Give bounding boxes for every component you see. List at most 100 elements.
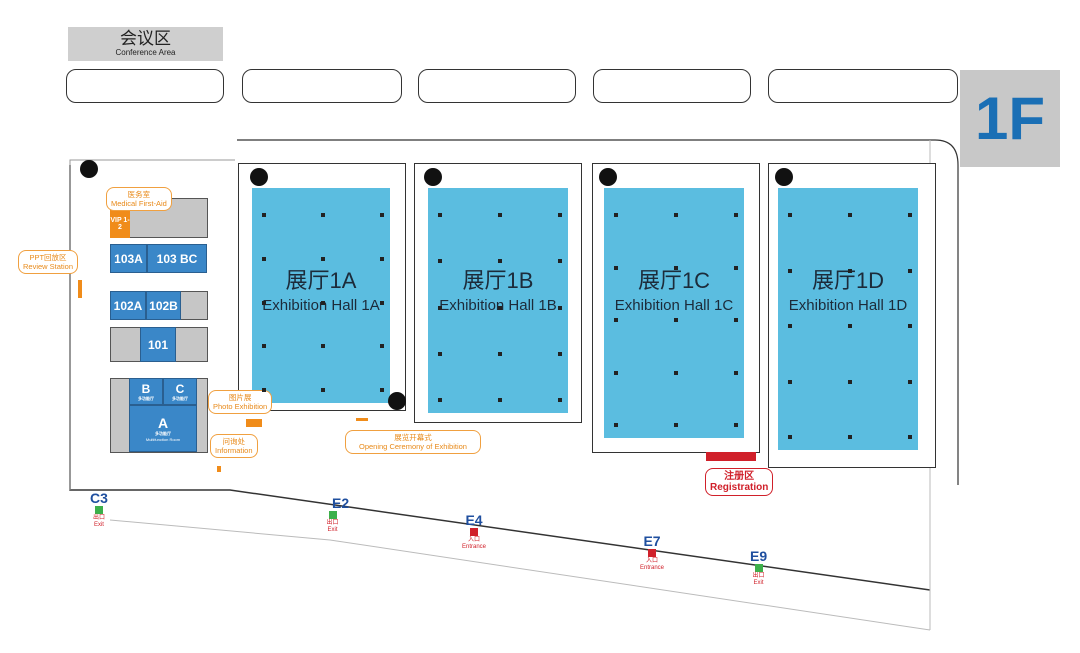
conference-room[interactable] (242, 69, 402, 103)
gate-label: C3 (90, 490, 108, 506)
hall-1c[interactable]: 展厅1C Exhibition Hall 1C (604, 188, 744, 438)
exit-zh: 出口 (752, 573, 765, 579)
room-vip[interactable]: VIP 1-2 (110, 210, 130, 238)
column-dot (788, 213, 792, 217)
photo-en: Photo Exhibition (213, 402, 268, 411)
hall-name-en: Exhibition Hall 1D (788, 297, 908, 314)
room-a-label: A (157, 415, 169, 431)
registration-marker (706, 452, 756, 461)
column-dot (558, 259, 562, 264)
column-dot (380, 388, 384, 392)
column-dot (614, 370, 618, 375)
stair-icon (388, 392, 406, 410)
column-dot (498, 351, 502, 356)
column-dot (558, 305, 562, 310)
stair-icon (250, 168, 268, 186)
gate-label: E4 (465, 512, 483, 528)
ceremony-marker (356, 418, 368, 421)
column-dot (262, 256, 266, 261)
exit-icon (754, 564, 763, 572)
hall-name-en: Exhibition Hall 1C (614, 297, 734, 314)
column-dot (848, 324, 852, 328)
column-dot (380, 300, 384, 305)
column-dot (321, 388, 325, 392)
floor-indicator: 1F (960, 70, 1060, 167)
conference-room[interactable] (593, 69, 751, 103)
conference-room[interactable] (768, 69, 958, 103)
stair-icon (775, 168, 793, 186)
column-dot (438, 305, 442, 310)
conference-area-label: 会议区 Conference Area (68, 27, 223, 61)
room-c-zh: 多功能厅 (172, 395, 188, 401)
room-103a[interactable]: 103A (110, 244, 147, 273)
column-dot (674, 265, 678, 270)
info-zh: 问询处 (222, 437, 246, 446)
ppt-zh: PPT回放区 (29, 253, 67, 262)
column-dot (321, 213, 325, 217)
ppt-marker (78, 280, 82, 298)
conference-en: Conference Area (115, 48, 176, 57)
entrance-zh: 入口 (468, 537, 481, 543)
info-marker (217, 466, 221, 472)
conference-room[interactable] (418, 69, 576, 103)
room-102b[interactable]: 102B (146, 291, 181, 320)
room-101[interactable]: 101 (140, 327, 176, 362)
column-dot (558, 213, 562, 217)
column-dot (674, 213, 678, 217)
room-102a[interactable]: 102A (110, 291, 146, 320)
column-dot (498, 305, 502, 310)
entrance-icon (648, 549, 656, 557)
column-dot (908, 213, 912, 217)
column-dot (734, 265, 738, 270)
column-dot (908, 435, 912, 439)
column-dot (674, 370, 678, 375)
exit-en: Exit (327, 527, 338, 533)
column-dot (788, 379, 792, 384)
hall-1b[interactable]: 展厅1B Exhibition Hall 1B (428, 188, 568, 413)
ceremony-zh: 展览开幕式 (394, 433, 432, 442)
registration-en: Registration (710, 482, 769, 493)
stair-icon (424, 168, 442, 186)
column-dot (498, 213, 502, 217)
column-dot (674, 423, 678, 427)
column-dot (380, 213, 384, 217)
room-b-zh: 多功能厅 (138, 395, 154, 401)
hall-name-en: Exhibition Hall 1A (262, 297, 380, 314)
column-dot (614, 213, 618, 217)
conference-zh: 会议区 (120, 29, 171, 48)
room-103bc[interactable]: 103 BC (147, 244, 207, 273)
column-dot (380, 256, 384, 261)
column-dot (380, 344, 384, 349)
column-dot (788, 435, 792, 439)
exit-icon (328, 511, 337, 519)
hall-name-zh: 展厅1B (462, 268, 534, 293)
stair-icon (80, 160, 98, 178)
hall-1a[interactable]: 展厅1A Exhibition Hall 1A (252, 188, 390, 403)
room-c-label: C (175, 381, 185, 396)
column-dot (614, 265, 618, 270)
column-dot (321, 300, 325, 305)
entrance-zh: 入口 (646, 558, 659, 564)
hall-1d[interactable]: 展厅1D Exhibition Hall 1D (778, 188, 918, 450)
conference-room[interactable] (66, 69, 224, 103)
column-dot (558, 398, 562, 402)
column-dot (734, 423, 738, 427)
